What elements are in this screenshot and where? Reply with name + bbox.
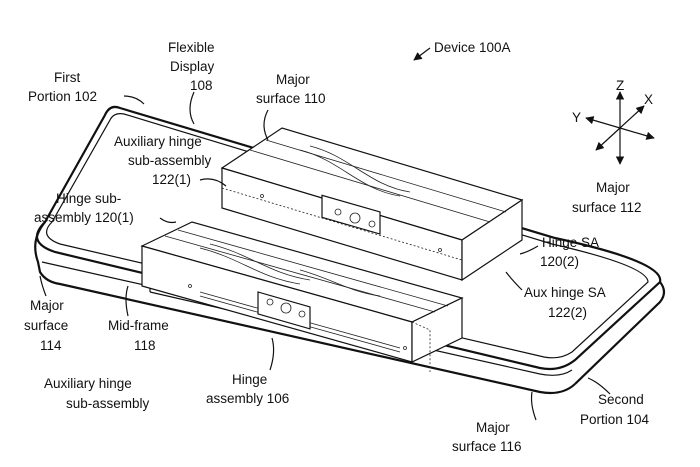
label-device: Device 100A <box>434 40 511 55</box>
label-first-portion: First <box>54 70 80 85</box>
svg-text:assembly 120(1): assembly 120(1) <box>34 210 134 225</box>
axis-x-label: X <box>644 92 653 107</box>
label-hinge-assembly-106: Hinge <box>232 372 267 387</box>
svg-text:Display: Display <box>170 59 215 74</box>
axis-indicator: Z X Y <box>572 78 655 165</box>
device-body <box>34 105 666 395</box>
label-major-surface-114: Major <box>30 298 64 313</box>
callout-labels: Device 100A First Portion 102 Flexible D… <box>24 40 650 454</box>
leader-lines <box>39 47 611 421</box>
svg-text:surface: surface <box>24 318 68 333</box>
svg-text:sub-assembly: sub-assembly <box>66 396 150 411</box>
svg-text:surface 116: surface 116 <box>452 439 522 454</box>
label-second-portion: Second <box>598 392 644 407</box>
svg-text:Portion 104: Portion 104 <box>580 412 650 427</box>
svg-text:120(2): 120(2) <box>540 254 579 269</box>
svg-text:108: 108 <box>190 78 213 93</box>
label-major-surface-116: Major <box>476 420 510 435</box>
svg-text:assembly 106: assembly 106 <box>206 391 289 406</box>
svg-text:118: 118 <box>134 338 156 353</box>
svg-text:122(1): 122(1) <box>152 172 191 187</box>
svg-text:surface 110: surface 110 <box>256 91 326 106</box>
label-major-surface-112: Major <box>596 180 630 195</box>
label-mid-frame: Mid-frame <box>108 318 169 333</box>
svg-text:114: 114 <box>40 338 62 353</box>
device-side-right <box>574 281 666 385</box>
label-major-surface-110: Major <box>276 72 310 87</box>
label-aux-hinge-sub-assembly: Auxiliary hinge <box>44 376 132 391</box>
label-hinge-sa-120-2: Hinge SA <box>542 235 599 250</box>
device-top-surface <box>35 105 662 371</box>
label-aux-hinge-122-1: Auxiliary hinge <box>114 134 202 149</box>
axis-z-label: Z <box>616 78 624 93</box>
svg-text:122(2): 122(2) <box>548 305 587 320</box>
device-side-seam <box>41 261 573 376</box>
label-hinge-sub-120-1: Hinge sub- <box>56 191 121 206</box>
label-flexible-display: Flexible <box>168 40 215 55</box>
aux-hinge-sub-assembly-back <box>220 127 524 282</box>
hinge-assembly-front <box>140 221 464 372</box>
display-edge <box>45 113 649 359</box>
svg-text:surface 112: surface 112 <box>572 200 642 215</box>
axis-y-label: Y <box>572 110 581 125</box>
label-aux-hinge-sa-122-2: Aux hinge SA <box>524 285 606 300</box>
device-side-left <box>34 221 576 395</box>
svg-text:Portion 102: Portion 102 <box>28 89 97 104</box>
svg-text:sub-assembly: sub-assembly <box>128 153 212 168</box>
